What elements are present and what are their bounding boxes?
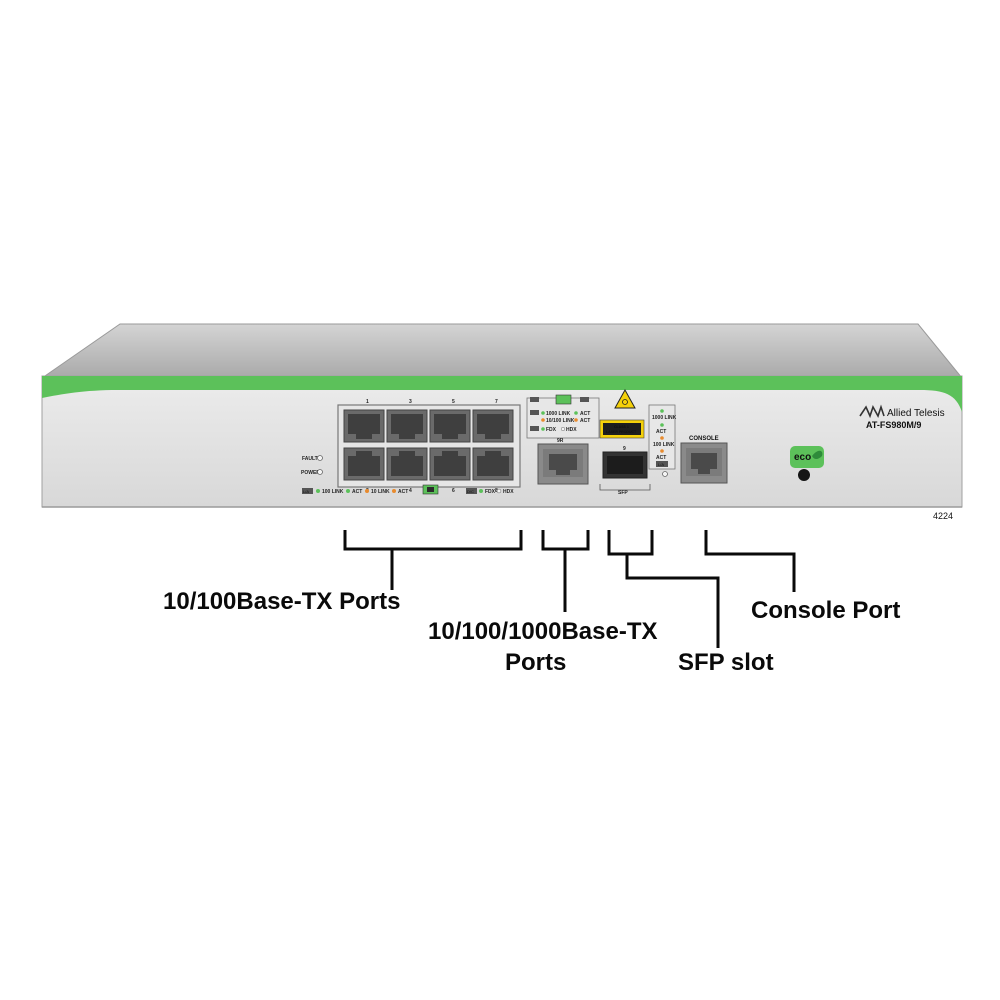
dpx-badge: D/C (467, 489, 474, 494)
laser-warning-label: CLASS 1 LASER PRODUCT (599, 388, 645, 439)
laser-warning-icon (614, 388, 636, 409)
model-name: AT-FS980M/9 (866, 420, 921, 430)
legend-1000-link: 1000 LINK (546, 411, 571, 417)
legend-gig-act-2: ACT (580, 418, 590, 424)
chassis-top (42, 324, 962, 378)
legend-fdx: FDX (485, 489, 496, 495)
legend-act-2: ACT (398, 489, 408, 495)
brand-name: Allied Telesis (887, 408, 945, 419)
sfp-port-number: 9 (623, 446, 626, 452)
green-accent-stripe (42, 376, 962, 412)
legend-hdx: HDX (503, 489, 514, 495)
legend-gig-act: ACT (580, 411, 590, 417)
rj45-port-5[interactable] (429, 409, 471, 443)
sfp-bracket (599, 484, 651, 491)
callout-console-port: Console Port (751, 597, 900, 624)
port-number-5: 5 (452, 399, 455, 405)
callout-gigabit-ports-line2: Ports (505, 649, 566, 676)
ld-badge: L/A (303, 489, 309, 494)
legend-gig-fdx: FDX (546, 427, 557, 433)
rj45-port-9r[interactable] (537, 443, 589, 485)
port-number-7: 7 (495, 399, 498, 405)
sfp-slot[interactable] (602, 451, 648, 479)
power-led-label: POWER (301, 470, 320, 476)
port-number-4: 4 (409, 488, 412, 494)
chassis-top-edge (41, 323, 963, 379)
sfp-led-panel: 1000 LINK ACT 100 LINK ACT L/A (648, 404, 677, 477)
port-number-6: 6 (452, 488, 455, 494)
rj45-port-8[interactable] (472, 447, 514, 481)
power-jack (798, 469, 810, 481)
eco-text: eco (794, 452, 811, 463)
gigabit-led-panel: 1000 LINK ACT 10/100 LINK ACT FDX HDX (526, 394, 600, 439)
laser-product-text: LASER PRODUCT (606, 430, 637, 434)
rj45-port-7[interactable] (472, 409, 514, 443)
fast-ethernet-port-block: 1 3 5 7 2 4 6 8 (337, 399, 521, 494)
legend-10-link: 10 LINK (371, 489, 390, 495)
sfp-legend-act: ACT (656, 429, 666, 435)
figure-id: 4224 (933, 511, 953, 521)
sfp-label: SFP (618, 490, 628, 496)
legend-gig-hdx: HDX (566, 427, 577, 433)
leaf-icon (812, 450, 823, 459)
legend-act: ACT (352, 489, 362, 495)
rj45-port-6[interactable] (429, 447, 471, 481)
fault-led (317, 455, 323, 461)
leader-fast-ethernet (343, 530, 523, 551)
console-label: CONSOLE (689, 436, 719, 442)
laser-class-text: CLASS 1 (614, 425, 629, 429)
eco-badge: eco (790, 446, 824, 481)
sfp-legend-1000-link: 1000 LINK (652, 415, 677, 421)
leader-console (704, 530, 796, 592)
port-number-3: 3 (409, 399, 412, 405)
fault-led-label: FAULT (302, 456, 318, 462)
sfp-legend-act-2: ACT (656, 455, 666, 461)
port-number-1: 1 (366, 399, 369, 405)
allied-telesis-logo-icon (859, 404, 885, 419)
callout-fast-ethernet-ports: 10/100Base-TX Ports (163, 588, 400, 615)
port-led-legend: L/A 100 LINK ACT 10 LINK ACT D/C FDX HDX (302, 484, 514, 495)
callout-gigabit-ports-line1: 10/100/1000Base-TX (428, 618, 658, 645)
rj45-port-3[interactable] (386, 409, 428, 443)
sfp-la-badge: L/A (658, 462, 664, 467)
callout-sfp-slot: SFP slot (678, 649, 774, 676)
system-status-leds: FAULT POWER (301, 455, 323, 476)
sfp-legend-100-link: 100 LINK (653, 442, 675, 448)
legend-10-100-link: 10/100 LINK (546, 418, 575, 424)
port-number-8: 8 (495, 488, 498, 494)
console-port[interactable] (680, 442, 728, 484)
brand-logo: Allied Telesis AT-FS980M/9 (859, 404, 945, 430)
leader-sfp-stem (625, 554, 720, 648)
legend-100-link: 100 LINK (322, 489, 344, 495)
gig-port-label: 9R (557, 438, 564, 444)
leader-gigabit (541, 530, 590, 551)
rj45-port-1[interactable] (343, 409, 385, 443)
rj45-port-4[interactable] (386, 447, 428, 481)
rj45-port-2[interactable] (343, 447, 385, 481)
power-led (317, 469, 323, 475)
leader-sfp (607, 530, 654, 556)
callout-leaders (343, 530, 796, 648)
